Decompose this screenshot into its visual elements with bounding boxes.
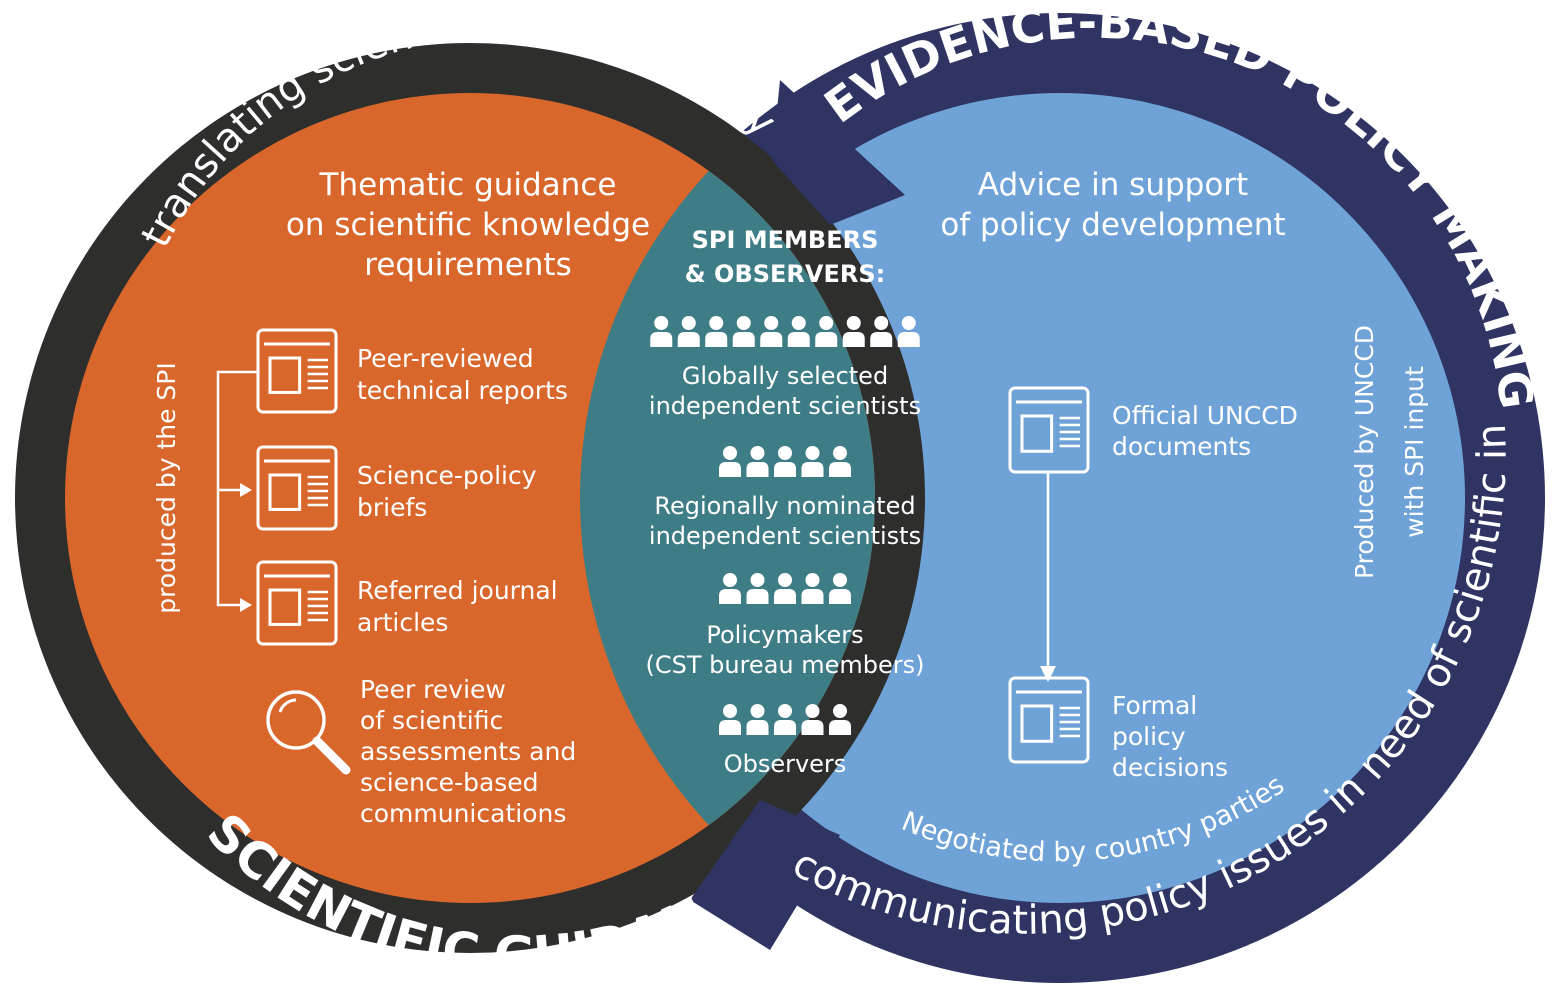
person-icon	[677, 316, 700, 347]
review-line: Peer review	[360, 675, 506, 704]
person-icon	[815, 316, 838, 347]
left-side-label: produced by the SPI	[152, 362, 181, 613]
person-icon	[746, 704, 769, 735]
people-icon	[650, 316, 920, 347]
right-heading-line: of policy development	[940, 207, 1285, 243]
document-icon	[256, 560, 338, 646]
left-item-text: Science-policy briefs	[357, 461, 537, 522]
person-icon	[774, 446, 796, 477]
center-heading: SPI MEMBERS & OBSERVERS:	[685, 226, 885, 288]
people-icon	[719, 573, 851, 604]
review-line: assessments and	[360, 737, 576, 766]
left-heading-line: Thematic guidance	[319, 167, 617, 203]
member-group-line: Observers	[724, 750, 847, 778]
person-icon	[705, 316, 728, 347]
person-icon	[650, 316, 673, 347]
right-item-line: documents	[1112, 432, 1251, 461]
right-item-line: decisions	[1112, 753, 1228, 782]
document-icon	[256, 445, 338, 531]
right-heading-line: Advice in support	[978, 167, 1248, 203]
left-item-line: briefs	[357, 493, 427, 522]
left-item-text: Peer-reviewed technical reports	[357, 344, 568, 405]
person-icon	[829, 704, 851, 735]
person-icon	[774, 704, 796, 735]
person-icon	[787, 316, 810, 347]
document-icon	[256, 328, 338, 414]
member-group-line: Regionally nominated	[654, 492, 915, 520]
person-icon	[829, 573, 851, 604]
left-heading-line: on scientific knowledge	[286, 207, 650, 243]
person-icon	[732, 316, 755, 347]
center-heading-line: SPI MEMBERS	[692, 226, 879, 254]
person-icon	[801, 573, 824, 604]
right-side-label-line: with SPI input	[1400, 366, 1429, 538]
person-icon	[760, 316, 783, 347]
left-item-line: technical reports	[357, 376, 568, 405]
person-icon	[801, 446, 824, 477]
person-icon	[842, 316, 865, 347]
right-heading: Advice in support of policy development	[940, 167, 1285, 243]
left-bracket-arrowheads	[240, 483, 252, 612]
left-bracket-connector	[216, 370, 258, 607]
left-ring-arrow-bottom	[690, 800, 840, 950]
left-heading: Thematic guidance on scientific knowledg…	[286, 167, 650, 283]
person-icon	[746, 573, 769, 604]
right-docs-arrow	[1040, 472, 1056, 682]
people-icon	[719, 446, 851, 477]
center-heading-line: & OBSERVERS:	[685, 260, 885, 288]
person-icon	[719, 446, 741, 477]
person-icon	[719, 704, 741, 735]
left-item-line: articles	[357, 608, 448, 637]
right-item-line: policy	[1112, 722, 1186, 751]
person-icon	[897, 316, 920, 347]
review-line: communications	[360, 799, 566, 828]
member-group-line: Globally selected	[682, 362, 888, 390]
left-item-line: Science-policy	[357, 461, 537, 490]
member-group: Observers	[719, 704, 851, 778]
member-group-line: Policymakers	[706, 621, 863, 649]
people-icon	[719, 704, 851, 735]
person-icon	[719, 573, 741, 604]
person-icon	[746, 446, 769, 477]
member-group-line: independent scientists	[649, 522, 921, 550]
person-icon	[870, 316, 893, 347]
person-icon	[829, 446, 851, 477]
person-icon	[774, 573, 796, 604]
left-item-text: Referred journal articles	[357, 576, 558, 637]
magnifier-icon	[266, 690, 351, 775]
person-icon	[801, 704, 824, 735]
member-group: Policymakers(CST bureau members)	[646, 573, 925, 679]
right-side-label-line: Produced by UNCCD	[1350, 325, 1379, 579]
right-ring-arrow-top	[772, 80, 905, 225]
member-group-line: independent scientists	[649, 392, 921, 420]
left-item-line: Peer-reviewed	[357, 344, 534, 373]
review-line: of scientific	[360, 706, 503, 735]
right-item-line: Formal	[1112, 691, 1197, 720]
review-line: science-based	[360, 768, 539, 797]
left-heading-line: requirements	[364, 247, 571, 283]
member-group-line: (CST bureau members)	[646, 651, 925, 679]
left-review-text: Peer review of scientific assessments an…	[360, 675, 576, 828]
right-item-line: Official UNCCD	[1112, 401, 1298, 430]
right-side-label: Produced by UNCCD with SPI input	[1350, 325, 1429, 579]
left-item-line: Referred journal	[357, 576, 558, 605]
